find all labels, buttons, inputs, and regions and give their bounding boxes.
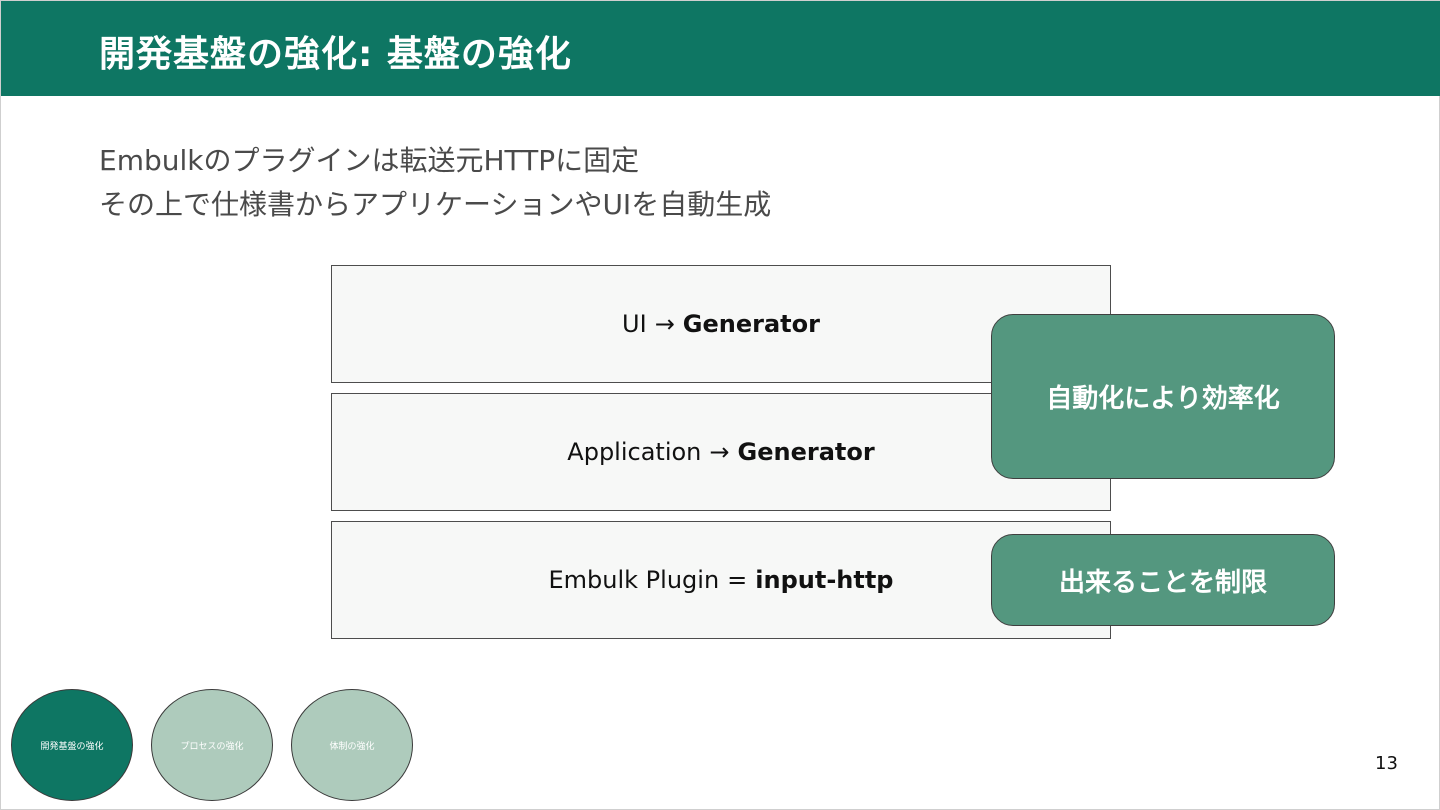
nav-item-infrastructure[interactable]: 開発基盤の強化 — [11, 689, 133, 801]
layer-embulk-plugin: Embulk Plugin = input-http — [331, 521, 1111, 639]
lead-text: Embulkのプラグインは転送元HTTPに固定 その上で仕様書からアプリケーショ… — [99, 139, 771, 227]
nav-item-process[interactable]: プロセスの強化 — [151, 689, 273, 801]
layer-ui-generator: UI → Generator — [331, 265, 1111, 383]
layer-application-key: Application — [567, 438, 702, 466]
header-bar: 開発基盤の強化: 基盤の強化 — [1, 1, 1440, 96]
callout-limitation: 出来ることを制限 — [991, 534, 1335, 626]
layer-application-value: Generator — [737, 438, 875, 466]
slide-title: 開発基盤の強化: 基盤の強化 — [99, 34, 572, 75]
layer-plugin-key: Embulk Plugin — [548, 566, 720, 594]
callout-automation: 自動化により効率化 — [991, 314, 1335, 479]
lead-line-2: その上で仕様書からアプリケーションやUIを自動生成 — [99, 188, 772, 221]
lead-line-1: Embulkのプラグインは転送元HTTPに固定 — [99, 144, 640, 177]
nav-item-organization[interactable]: 体制の強化 — [291, 689, 413, 801]
layer-application-generator: Application → Generator — [331, 393, 1111, 511]
arrow-right-icon: → — [709, 438, 730, 466]
arrow-right-icon: → — [654, 310, 675, 338]
page-number: 13 — [1375, 753, 1398, 774]
equals-icon: = — [727, 566, 748, 594]
layer-ui-value: Generator — [682, 310, 820, 338]
layer-ui-key: UI — [622, 310, 647, 338]
layer-plugin-value: input-http — [755, 566, 894, 594]
